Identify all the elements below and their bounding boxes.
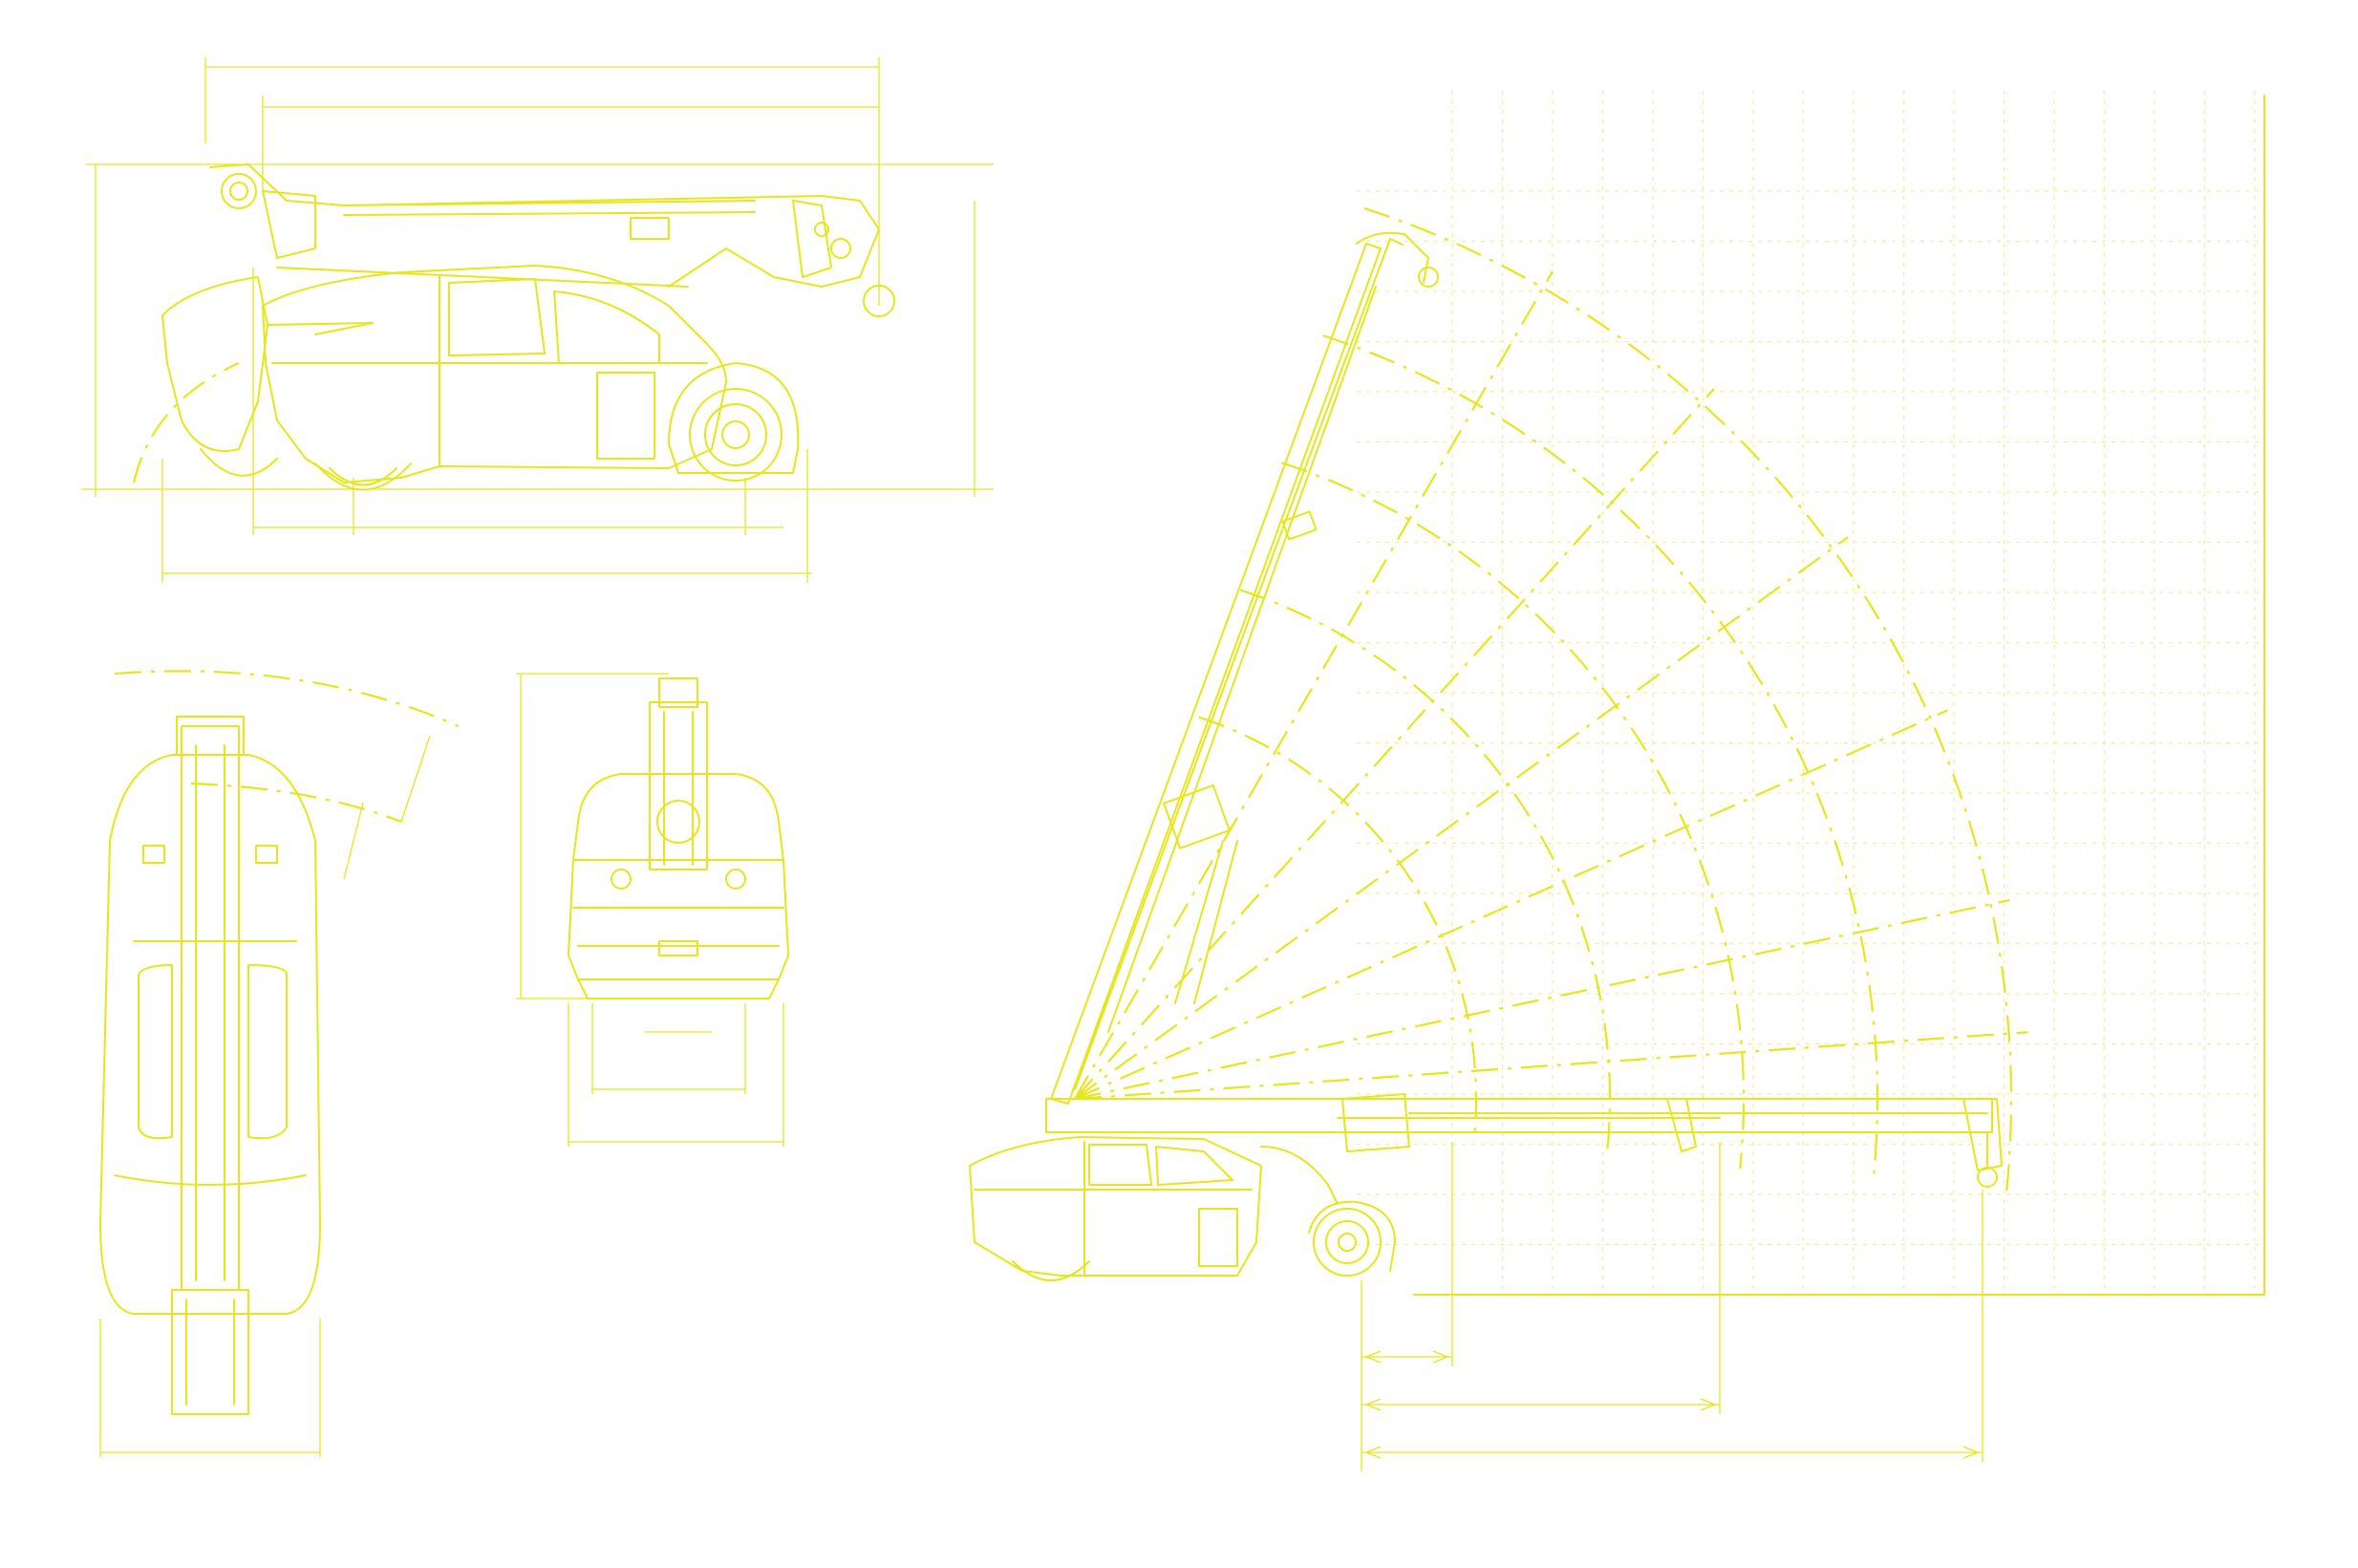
top-hook-block bbox=[171, 1289, 249, 1415]
top-swing-arc bbox=[114, 670, 460, 728]
side-boom bbox=[209, 163, 895, 317]
chart-radius-dimensions bbox=[1361, 1142, 1983, 1471]
radius-arc bbox=[1198, 716, 1478, 1142]
boom-angle-ray bbox=[1074, 388, 1715, 1100]
front-view bbox=[516, 673, 789, 1147]
load-chart-grid bbox=[1357, 91, 2260, 1290]
boom-angle-ray bbox=[1074, 1031, 2028, 1101]
side-cab-window-rear bbox=[553, 290, 660, 364]
front-dimension-lines bbox=[516, 673, 784, 1147]
radius-arc bbox=[1363, 206, 2013, 1197]
radius-arc bbox=[1239, 589, 1612, 1155]
side-swing-arc bbox=[132, 361, 240, 483]
side-chassis-body bbox=[262, 265, 727, 483]
side-door-panel bbox=[596, 372, 655, 460]
front-cab-body bbox=[572, 773, 784, 861]
load-chart-rays bbox=[1074, 270, 2028, 1101]
load-chart-view bbox=[969, 91, 2265, 1471]
boom-angle-ray bbox=[1074, 899, 2010, 1101]
boom-angle-ray bbox=[1074, 536, 1849, 1100]
side-rear-body bbox=[161, 276, 268, 452]
front-mast bbox=[649, 701, 708, 870]
chart-vehicle-wheel bbox=[1313, 1208, 1382, 1277]
top-boom bbox=[181, 725, 240, 1291]
boom-angle-ray bbox=[1074, 709, 1948, 1101]
boom-angle-ray bbox=[1074, 270, 1554, 1100]
top-view bbox=[99, 670, 460, 1457]
chart-vehicle bbox=[969, 1136, 1396, 1281]
radius-arc bbox=[1322, 334, 1879, 1183]
side-view bbox=[81, 57, 994, 583]
top-chassis-outline bbox=[99, 754, 321, 1315]
radius-arc bbox=[1280, 462, 1746, 1170]
front-tracks bbox=[577, 978, 780, 999]
side-rear-wheel bbox=[200, 448, 412, 491]
load-chart-frame bbox=[1413, 95, 2265, 1296]
chart-raised-boom bbox=[1050, 231, 1439, 1105]
front-lower-body bbox=[568, 859, 789, 980]
top-dimension-lines bbox=[99, 1319, 321, 1457]
load-chart-arcs bbox=[1198, 206, 2013, 1197]
side-front-wheel bbox=[668, 362, 800, 482]
side-dimension-lines bbox=[81, 57, 994, 583]
chart-horizontal-boom bbox=[1045, 1093, 2003, 1188]
side-cab-window bbox=[448, 278, 546, 356]
